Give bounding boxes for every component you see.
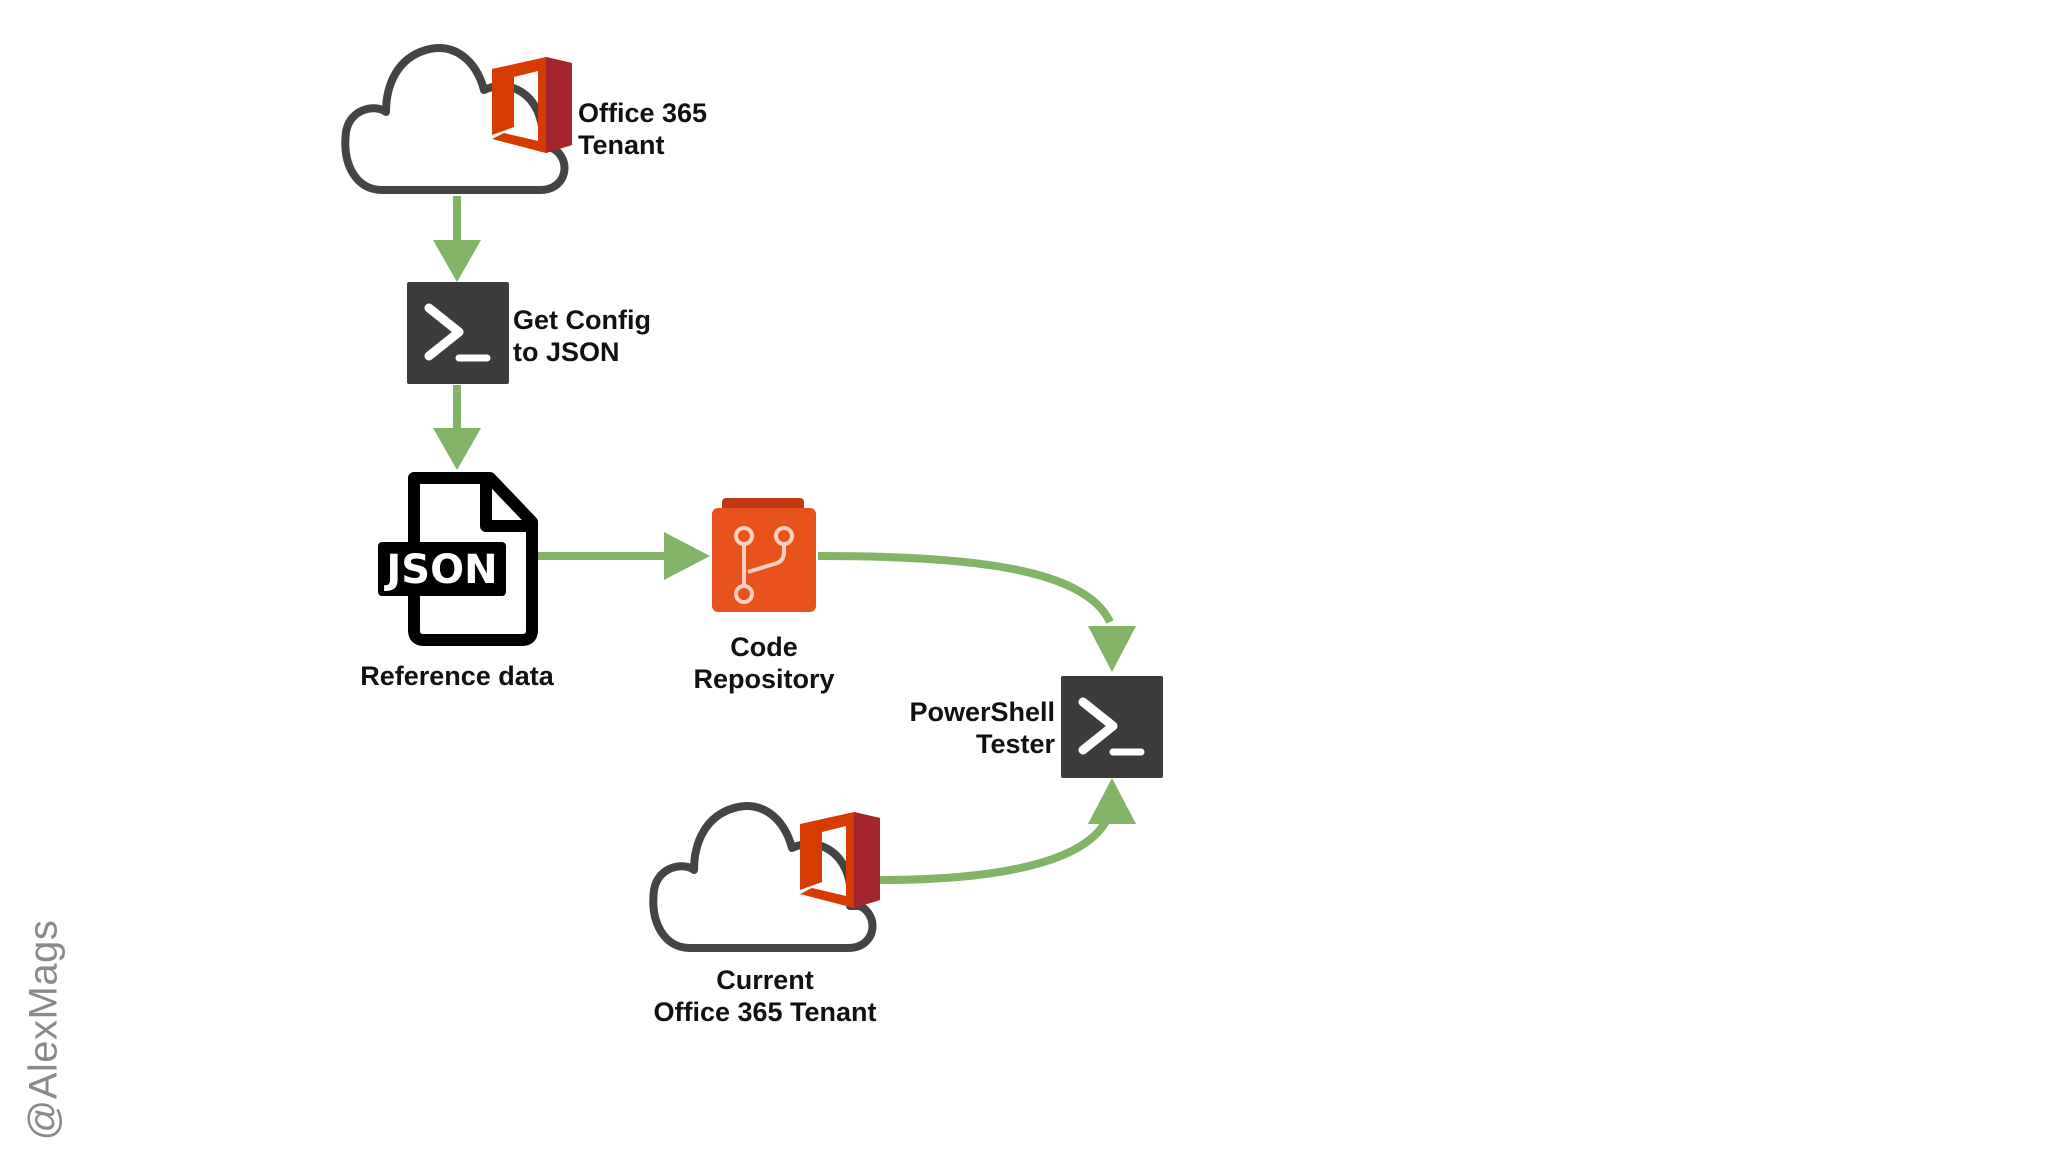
office-tenant-line1: Office 365	[578, 98, 708, 128]
powershell-tester-line1: PowerShell	[909, 697, 1055, 727]
arrow-getconfig-to-json	[433, 385, 481, 470]
code-repo-line1: Code	[730, 632, 798, 662]
get-config-label: Get Config to JSON	[513, 304, 651, 368]
reference-data-text: Reference data	[360, 661, 554, 691]
arrow-tenant-to-getconfig	[433, 196, 481, 282]
git-repo-icon	[712, 498, 816, 612]
powershell-icon	[407, 282, 509, 384]
current-tenant-node	[653, 806, 880, 948]
office-tenant-label: Office 365 Tenant	[578, 97, 707, 161]
arrow-repo-to-tester	[817, 552, 1136, 672]
code-repo-label: Code Repository	[693, 631, 834, 695]
office-tenant-line2: Tenant	[578, 130, 665, 160]
json-badge-text: JSON	[383, 547, 497, 593]
author-watermark: @AlexMags	[21, 919, 66, 1141]
powershell-tester-label: PowerShell Tester	[909, 696, 1055, 760]
code-repo-line2: Repository	[693, 664, 835, 694]
current-tenant-label: Current Office 365 Tenant	[653, 964, 876, 1028]
powershell-tester-line2: Tester	[975, 729, 1055, 759]
json-file-icon: JSON	[378, 472, 538, 646]
current-tenant-line2: Office 365 Tenant	[653, 997, 877, 1027]
arrow-current-to-tester	[879, 778, 1136, 884]
arrow-json-to-repo	[536, 532, 710, 580]
get-config-line2: to JSON	[513, 337, 620, 367]
powershell-icon	[1061, 676, 1163, 778]
office-tenant-node	[345, 48, 572, 190]
current-tenant-line1: Current	[716, 965, 814, 995]
reference-data-label: Reference data	[360, 660, 554, 692]
get-config-line1: Get Config	[513, 305, 651, 335]
